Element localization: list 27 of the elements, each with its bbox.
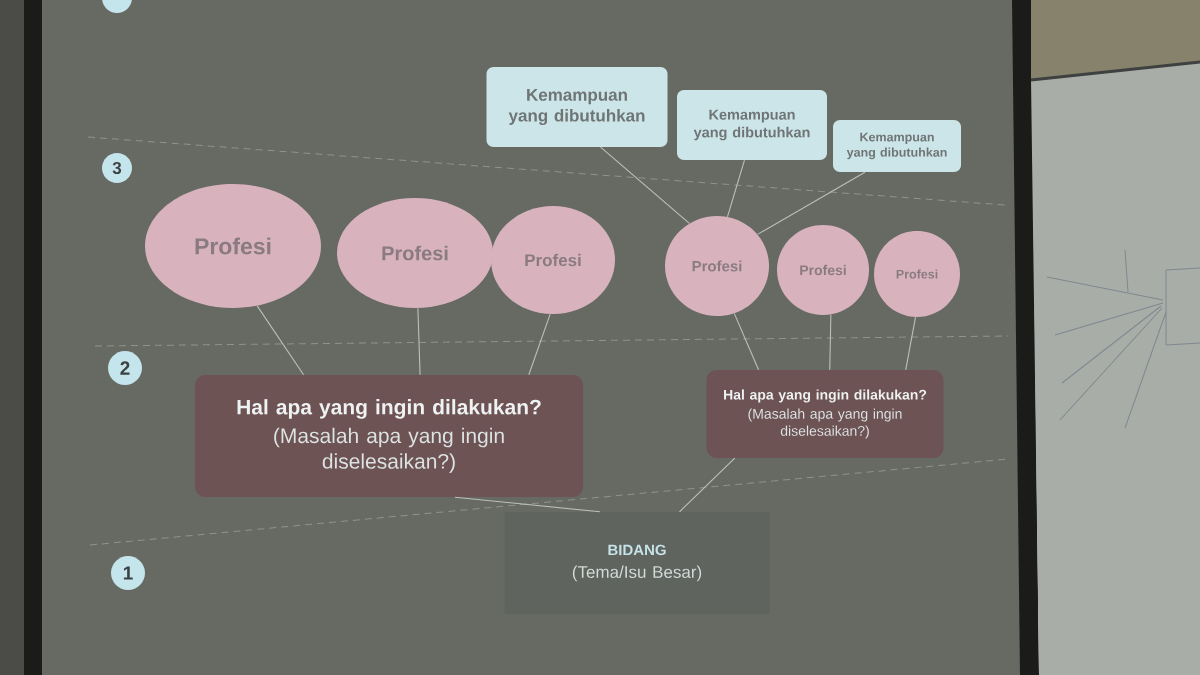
- connector-line: [454, 496, 601, 513]
- connector-line: [256, 305, 305, 376]
- number-badge: [102, 0, 132, 13]
- connector-line: [829, 314, 832, 371]
- text-box: Kemampuan yang dibutuhkan: [486, 67, 668, 147]
- text-area: BIDANG (Tema/Isu Besar): [504, 512, 770, 614]
- connector-line: [678, 457, 736, 513]
- text-box: Kemampuan yang dibutuhkan: [677, 90, 827, 160]
- text-panel: Hal apa yang ingin dilakukan? (Masalah apa yang ingin diselesaikan?): [706, 370, 944, 458]
- circle-node: Profesi: [337, 198, 493, 308]
- connector-line: [733, 312, 760, 371]
- connector-line: [756, 171, 866, 235]
- connector-line: [528, 313, 551, 376]
- number-badge: 1: [111, 556, 145, 590]
- connector-line: [726, 159, 746, 218]
- circle-node: Profesi: [145, 184, 321, 308]
- connector-line: [417, 307, 421, 376]
- circle-node: Profesi: [777, 225, 869, 315]
- circle-node: Profesi: [874, 231, 960, 317]
- number-badge: 2: [108, 351, 142, 385]
- connector-line: [600, 146, 690, 224]
- text-box: Kemampuan yang dibutuhkan: [833, 120, 961, 172]
- circle-node: Profesi: [491, 206, 615, 314]
- text-panel: Hal apa yang ingin dilakukan? (Masalah apa yang ingin diselesaikan?): [195, 375, 583, 497]
- connector-line: [905, 316, 917, 371]
- number-badge: 3: [102, 153, 132, 183]
- circle-node: Profesi: [665, 216, 769, 316]
